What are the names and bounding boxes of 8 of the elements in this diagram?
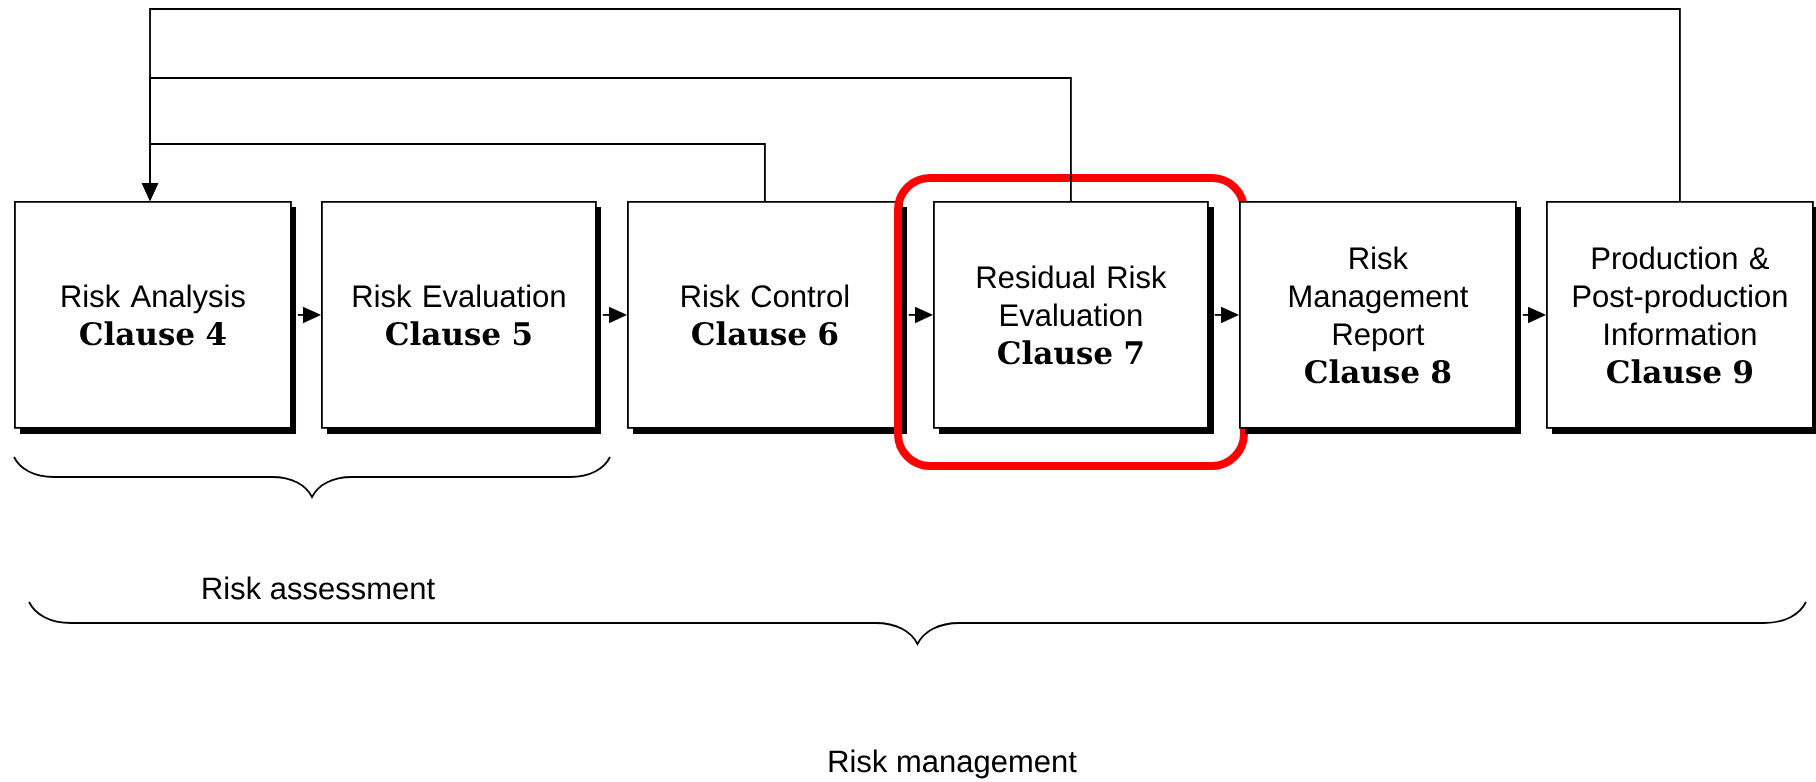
brace-label: Risk management [829, 749, 1077, 779]
brace-label: Risk assessment [203, 576, 435, 600]
process-box: Production & Post-production Information Clause 9 [1546, 201, 1816, 434]
process-box: Risk Management Report Clause 8 [1239, 201, 1521, 434]
process-box: Risk Analysis Clause 4 [14, 201, 296, 434]
process-box: Risk Control Clause 6 [627, 201, 907, 434]
process-box: Residual Risk Evaluation Clause 7 [933, 201, 1214, 434]
process-box: Risk Evaluation Clause 5 [321, 201, 601, 434]
